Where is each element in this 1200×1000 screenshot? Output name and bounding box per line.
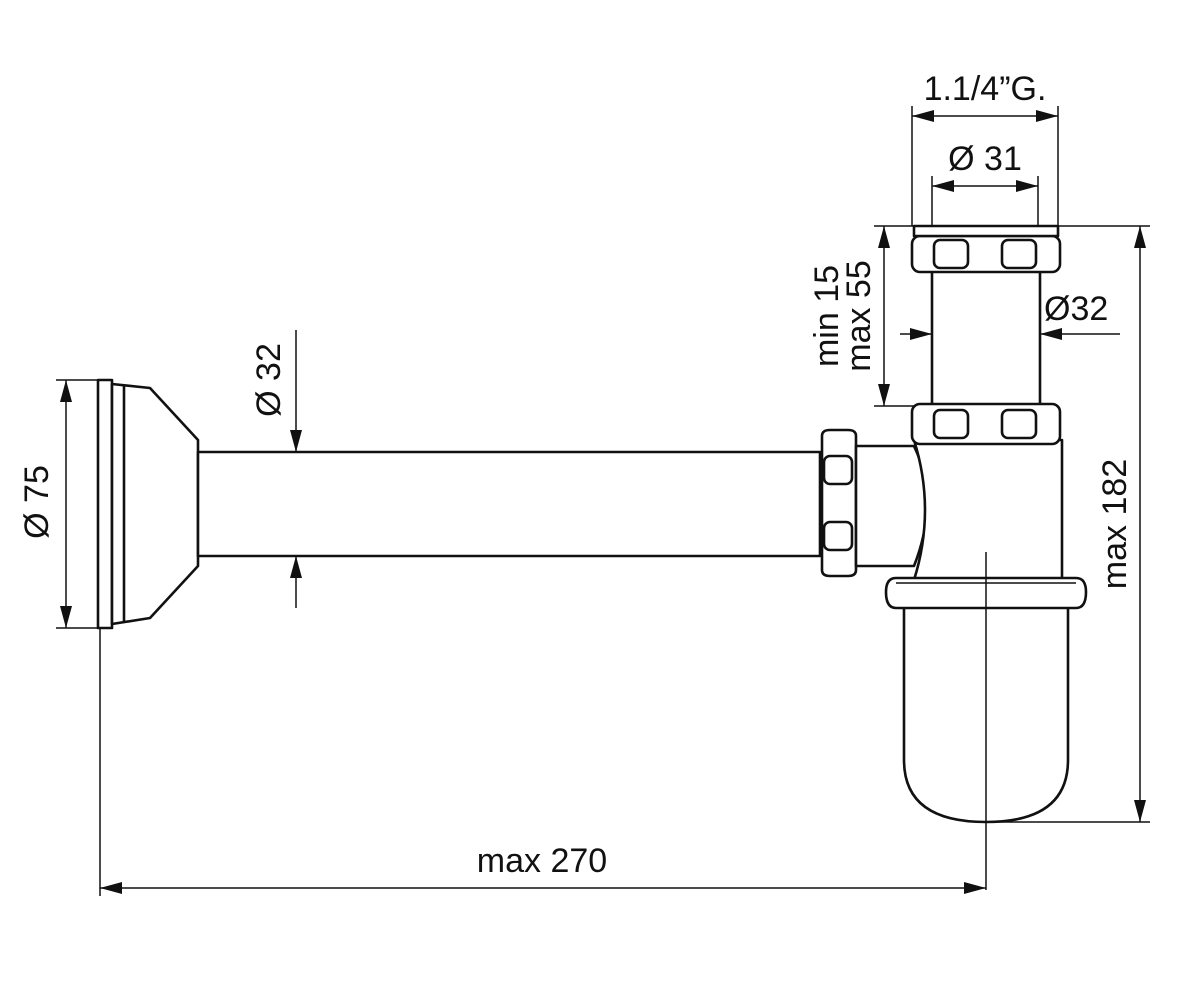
total-height-label: max 182 xyxy=(1096,459,1134,589)
pipe-nut xyxy=(820,428,858,578)
total-length-label: max 270 xyxy=(477,842,607,880)
vertical-tube xyxy=(910,224,1062,446)
siphon-body xyxy=(854,438,1088,890)
height-max-label: max 55 xyxy=(840,260,878,372)
flange-diameter-label: Ø 75 xyxy=(18,465,56,539)
height-min-label: min 15 xyxy=(808,265,846,367)
wall-flange xyxy=(96,378,200,630)
thread-label: 1.1/4”G. xyxy=(924,70,1047,108)
tube-diameter-label: Ø32 xyxy=(1044,290,1108,328)
horizontal-pipe xyxy=(196,450,822,558)
dimension-lines xyxy=(56,106,1150,896)
pipe-diameter-label: Ø 32 xyxy=(250,343,288,417)
outlet-diameter-label: Ø 31 xyxy=(948,140,1022,178)
